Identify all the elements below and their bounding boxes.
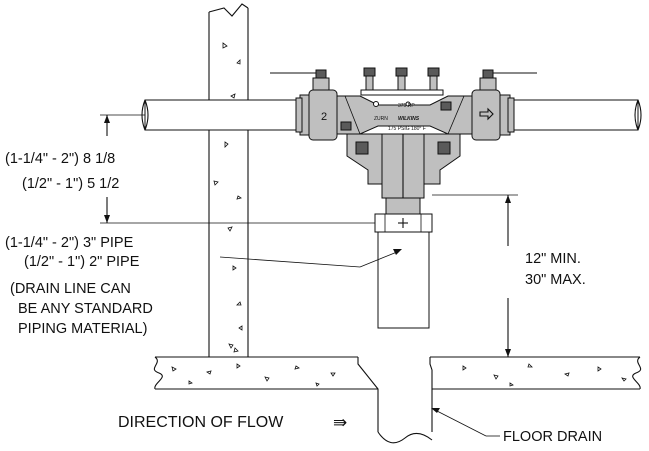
drain-note-line-3: PIPING MATERIAL)	[18, 321, 147, 337]
wall-aggregate-marks	[213, 42, 243, 353]
drain-pipe-small-label: (1/2" - 1") 2" PIPE	[24, 254, 140, 270]
floor-drain	[357, 357, 433, 444]
supply-pipes	[141, 99, 642, 131]
floor-drain-label: FLOOR DRAIN	[503, 429, 602, 445]
drain-pipe-large-label: (1-1/4" - 2") 3" PIPE	[5, 235, 134, 251]
shutoff-handle-left	[270, 69, 330, 91]
drain-pipe	[374, 213, 433, 329]
floor-slab	[153, 356, 642, 390]
valve-model-marking: 375 RP	[398, 103, 415, 109]
drain-height-max-label: 30" MAX.	[525, 272, 586, 288]
flow-direction-label: DIRECTION OF FLOW	[118, 414, 284, 431]
backflow-preventer-valve: 375 RP ZURN WILKINS 175 PSIG 180° F 2	[270, 67, 537, 215]
inlet-height-dimension	[100, 114, 375, 224]
valve-rating-marking: 175 PSIG 180° F	[388, 126, 426, 132]
floor-drain-leader	[431, 408, 500, 437]
drain-pipe-leader	[219, 249, 402, 268]
valve-brand-right: WILKINS	[398, 116, 420, 122]
drain-note-line-2: BE ANY STANDARD	[18, 301, 153, 317]
valve-size-number: 2	[321, 111, 327, 123]
wall	[208, 3, 249, 357]
drain-height-min-label: 12" MIN.	[525, 251, 581, 267]
shutoff-handle-right	[479, 69, 537, 91]
inlet-height-large-label: (1-1/4" - 2") 8 1/8	[5, 151, 115, 167]
inlet-height-small-label: (1/2" - 1") 5 1/2	[22, 176, 119, 192]
valve-brand-left: ZURN	[374, 116, 388, 122]
floor-aggregate-marks	[171, 363, 627, 387]
drain-note-line-1: (DRAIN LINE CAN	[10, 281, 131, 297]
drain-height-dimension	[432, 194, 518, 357]
flow-arrow-icon: ⇛	[333, 413, 347, 432]
test-cocks	[360, 67, 444, 96]
